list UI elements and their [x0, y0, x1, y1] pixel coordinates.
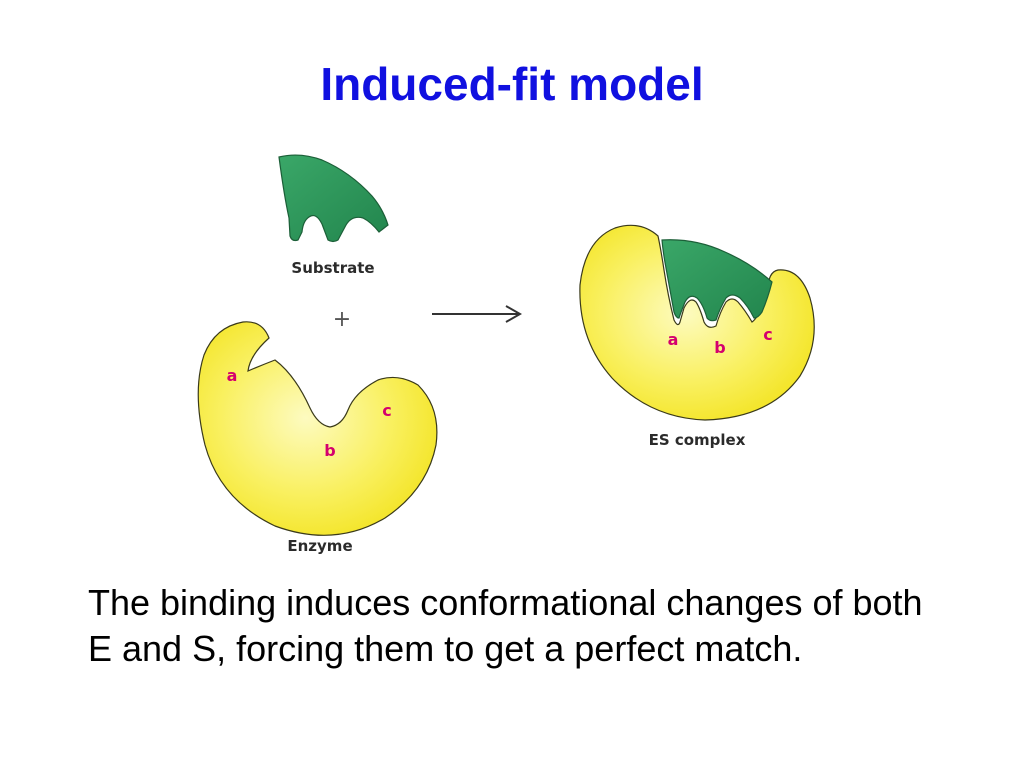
- complex-site-b-label: b: [714, 338, 725, 357]
- es-complex-label: ES complex: [649, 431, 746, 449]
- enzyme-site-c-label: c: [382, 401, 391, 420]
- slide-caption: The binding induces conformational chang…: [88, 582, 923, 669]
- plus-sign: +: [333, 307, 351, 332]
- es-complex-substrate-shape: [661, 239, 773, 322]
- complex-site-c-label: c: [763, 325, 772, 344]
- substrate-shape: [278, 154, 389, 243]
- reaction-arrow: [432, 305, 523, 323]
- enzyme-site-a-label: a: [227, 366, 238, 385]
- enzyme-shape: [197, 321, 438, 536]
- enzyme-label: Enzyme: [287, 537, 352, 555]
- slide-title: Induced-fit model: [320, 58, 704, 110]
- complex-site-a-label: a: [668, 330, 679, 349]
- substrate-label: Substrate: [291, 259, 374, 277]
- enzyme-site-b-label: b: [324, 441, 335, 460]
